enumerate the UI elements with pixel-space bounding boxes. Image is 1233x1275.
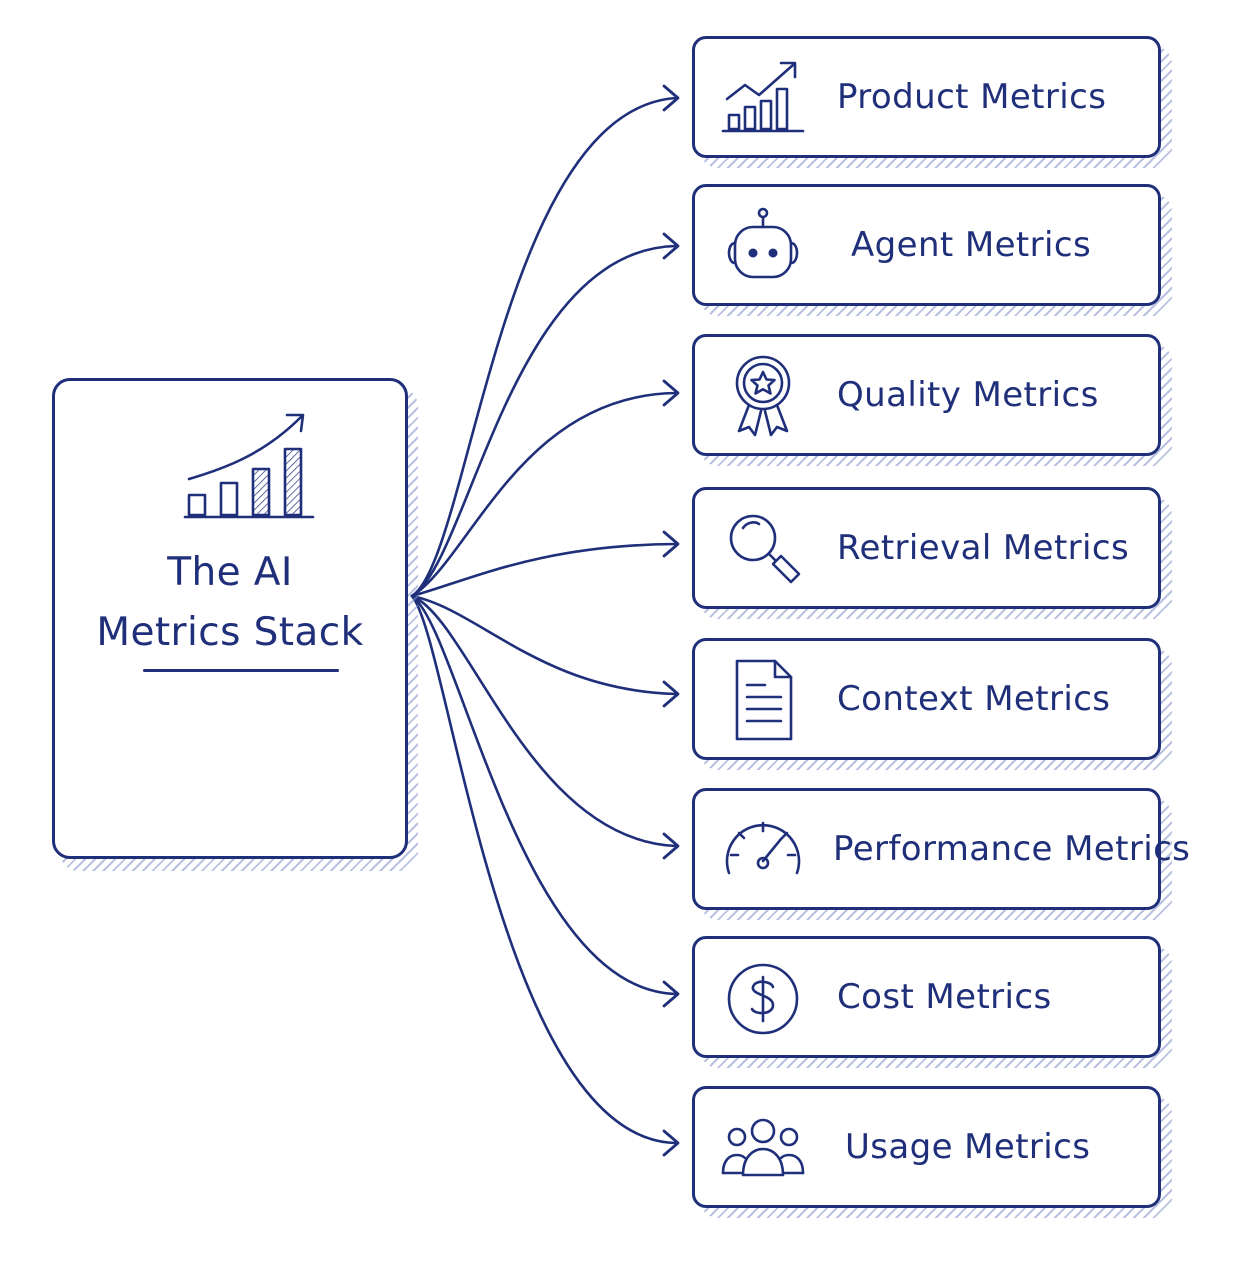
metric-label-agent: Agent Metrics — [851, 225, 1092, 265]
metric-label-quality: Quality Metrics — [837, 375, 1099, 415]
metric-card-context: Context Metrics — [692, 638, 1161, 760]
arrowhead-cost — [662, 980, 680, 1008]
metric-card-product: Product Metrics — [692, 36, 1161, 158]
metric-label-context: Context Metrics — [837, 679, 1111, 719]
rising-bar-chart-icon — [183, 413, 315, 519]
connector-cost — [410, 594, 678, 996]
connector-product — [410, 96, 678, 598]
metric-card-cost: Cost Metrics — [692, 936, 1161, 1058]
metric-card-agent: Agent Metrics — [692, 184, 1161, 306]
connector-retrieval — [410, 542, 678, 598]
award-badge-icon — [735, 355, 791, 437]
connector-context — [410, 594, 678, 696]
connector-performance — [410, 594, 678, 848]
robot-icon — [727, 207, 799, 279]
main-card: The AI Metrics Stack — [52, 378, 408, 859]
arrowhead-product — [662, 84, 680, 112]
metric-label-product: Product Metrics — [837, 77, 1107, 117]
arrowhead-quality — [662, 379, 680, 407]
users-group-icon — [721, 1118, 805, 1177]
metric-label-performance: Performance Metrics — [833, 829, 1191, 869]
metric-label-retrieval: Retrieval Metrics — [837, 528, 1130, 568]
growth-chart-icon — [721, 61, 805, 133]
arrowhead-usage — [662, 1129, 680, 1157]
main-title-line-1: The AI — [167, 550, 293, 595]
connector-usage — [410, 594, 678, 1145]
arrowhead-context — [662, 680, 680, 708]
metric-label-usage: Usage Metrics — [845, 1127, 1091, 1167]
arrowhead-performance — [662, 832, 680, 860]
speedometer-icon — [725, 821, 801, 875]
arrowhead-agent — [662, 232, 680, 260]
document-icon — [735, 659, 793, 741]
metric-card-retrieval: Retrieval Metrics — [692, 487, 1161, 609]
metric-card-usage: Usage Metrics — [692, 1086, 1161, 1208]
connector-quality — [410, 391, 678, 598]
main-title-line-2: Metrics Stack — [96, 610, 364, 655]
metric-label-cost: Cost Metrics — [837, 977, 1052, 1017]
magnifier-icon — [729, 514, 801, 584]
main-title-underline — [143, 669, 339, 672]
connector-agent — [410, 244, 678, 598]
metric-card-quality: Quality Metrics — [692, 334, 1161, 456]
arrowhead-retrieval — [662, 530, 680, 558]
metric-card-performance: Performance Metrics — [692, 788, 1190, 910]
dollar-coin-icon — [727, 963, 799, 1035]
